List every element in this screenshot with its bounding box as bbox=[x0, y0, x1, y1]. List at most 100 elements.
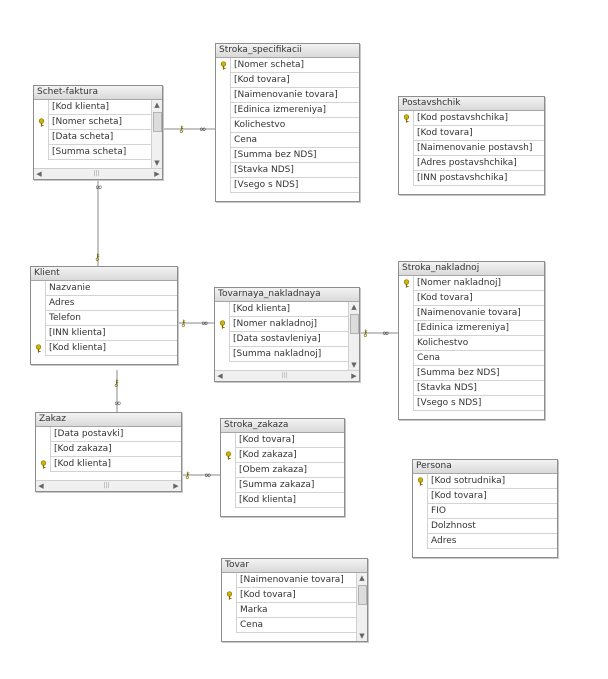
table-row[interactable]: Marka bbox=[222, 603, 367, 618]
table-row[interactable]: [Nomer scheta] bbox=[216, 58, 359, 73]
table-row[interactable]: [Obem zakaza] bbox=[221, 463, 344, 478]
scroll-grip-icon[interactable]: ||| bbox=[93, 170, 100, 177]
table-stroka-nakladnoj[interactable]: Stroka_nakladnoj [Nomer nakladnoj][Kod t… bbox=[398, 261, 545, 420]
table-row[interactable]: Adres bbox=[31, 296, 177, 311]
table-row[interactable]: [Kod zakaza] bbox=[221, 448, 344, 463]
blank-row bbox=[31, 356, 177, 364]
table-tovar[interactable]: Tovar [Naimenovanie tovara][Kod tovara]M… bbox=[221, 558, 368, 642]
table-row[interactable]: Kolichestvo bbox=[216, 118, 359, 133]
table-row[interactable]: Nazvanie bbox=[31, 281, 177, 296]
row-selector bbox=[222, 573, 236, 588]
table-row[interactable]: Dolzhnost bbox=[413, 519, 557, 534]
scroll-right-icon[interactable]: ▶ bbox=[154, 170, 160, 178]
table-row[interactable]: [INN postavshchika] bbox=[399, 171, 544, 186]
row-selector bbox=[399, 141, 413, 156]
table-row[interactable]: [Kod klienta] bbox=[31, 341, 177, 356]
horizontal-scrollbar[interactable]: ◀ ||| ▶ bbox=[36, 480, 181, 491]
table-row[interactable]: [Kod tovara] bbox=[222, 588, 367, 603]
scroll-left-icon[interactable]: ◀ bbox=[217, 372, 223, 380]
table-row[interactable]: [Naimenovanie tovara] bbox=[399, 306, 544, 321]
table-row[interactable]: Cena bbox=[399, 351, 544, 366]
table-row[interactable]: [Kod postavshchika] bbox=[399, 111, 544, 126]
table-row[interactable]: [Nomer nakladnoj] bbox=[399, 276, 544, 291]
table-row[interactable]: [Data sostavleniya] bbox=[215, 332, 359, 347]
horizontal-scrollbar[interactable]: ◀ ||| ▶ bbox=[215, 370, 359, 381]
scroll-grip-icon[interactable]: ||| bbox=[281, 372, 288, 379]
table-row[interactable]: [Vsego s NDS] bbox=[399, 396, 544, 411]
relation-klient-zakaz[interactable]: ⚷ ∞ bbox=[113, 370, 122, 412]
table-row[interactable]: FIO bbox=[413, 504, 557, 519]
scroll-grip-icon[interactable]: ||| bbox=[103, 482, 110, 489]
table-row[interactable]: [Naimenovanie postavsh] bbox=[399, 141, 544, 156]
scroll-thumb[interactable] bbox=[358, 585, 367, 605]
relation-schet-specifikacii[interactable]: ⚷ ∞ bbox=[161, 125, 215, 135]
vertical-scrollbar[interactable]: ▲▼ bbox=[356, 573, 367, 641]
scroll-up-icon[interactable]: ▲ bbox=[351, 303, 357, 311]
scroll-up-icon[interactable]: ▲ bbox=[359, 574, 365, 582]
table-row[interactable]: [Kod zakaza] bbox=[36, 442, 181, 457]
table-row[interactable]: [Kod sotrudnika] bbox=[413, 474, 557, 489]
table-row[interactable]: [Kod tovara] bbox=[399, 126, 544, 141]
table-row[interactable]: [Vsego s NDS] bbox=[216, 178, 359, 193]
table-row[interactable]: [Kod klienta] bbox=[36, 457, 181, 472]
vertical-scrollbar[interactable]: ▲▼ bbox=[151, 100, 162, 168]
table-row[interactable]: [Stavka NDS] bbox=[216, 163, 359, 178]
table-row[interactable]: Telefon bbox=[31, 311, 177, 326]
relation-nakladnaya-stroka[interactable]: ⚷ ∞ bbox=[358, 329, 398, 339]
table-row[interactable]: Cena bbox=[222, 618, 367, 633]
column-name: [Kod postavshchika] bbox=[413, 111, 544, 126]
scroll-thumb[interactable] bbox=[350, 314, 359, 334]
table-row[interactable]: [Edinica izmereniya] bbox=[216, 103, 359, 118]
table-row[interactable]: [Summa zakaza] bbox=[221, 478, 344, 493]
scroll-down-icon[interactable]: ▼ bbox=[154, 159, 160, 167]
table-zakaz[interactable]: Zakaz [Data postavki][Kod zakaza][Kod kl… bbox=[35, 412, 182, 492]
table-row[interactable]: [Kod tovara] bbox=[221, 433, 344, 448]
key-icon: ⚷ bbox=[362, 329, 369, 339]
scroll-right-icon[interactable]: ▶ bbox=[173, 482, 179, 490]
table-row[interactable]: [Nomer nakladnoj] bbox=[215, 317, 359, 332]
scroll-left-icon[interactable]: ◀ bbox=[36, 170, 42, 178]
table-row[interactable]: [Adres postavshchika] bbox=[399, 156, 544, 171]
table-row[interactable]: [Summa nakladnoj] bbox=[215, 347, 359, 362]
relation-klient-nakladnaya[interactable]: ⚷ ∞ bbox=[176, 319, 215, 329]
table-row[interactable]: [Summa bez NDS] bbox=[399, 366, 544, 381]
table-row[interactable]: [Kod klienta] bbox=[215, 302, 359, 317]
column-name: Kolichestvo bbox=[413, 336, 544, 351]
scroll-thumb[interactable] bbox=[153, 112, 162, 132]
table-tovarnaya-nakladnaya[interactable]: Tovarnaya_nakladnaya [Kod klienta][Nomer… bbox=[214, 287, 360, 382]
table-row[interactable]: Kolichestvo bbox=[399, 336, 544, 351]
table-row[interactable]: Adres bbox=[413, 534, 557, 549]
table-row[interactable]: [Kod tovara] bbox=[216, 73, 359, 88]
table-row[interactable]: [Edinica izmereniya] bbox=[399, 321, 544, 336]
relation-zakaz-stroka[interactable]: ⚷ ∞ bbox=[180, 471, 220, 481]
table-row[interactable]: [Kod klienta] bbox=[221, 493, 344, 508]
table-postavshchik[interactable]: Postavshchik [Kod postavshchika][Kod tov… bbox=[398, 96, 545, 195]
table-row[interactable]: [Kod tovara] bbox=[413, 489, 557, 504]
horizontal-scrollbar[interactable]: ◀ ||| ▶ bbox=[34, 168, 162, 179]
table-row[interactable]: [Summa bez NDS] bbox=[216, 148, 359, 163]
vertical-scrollbar[interactable]: ▲▼ bbox=[348, 302, 359, 370]
table-row[interactable]: [Kod klienta] bbox=[34, 100, 162, 115]
scroll-down-icon[interactable]: ▼ bbox=[359, 632, 365, 640]
table-row[interactable]: Cena bbox=[216, 133, 359, 148]
scroll-left-icon[interactable]: ◀ bbox=[38, 482, 44, 490]
scroll-down-icon[interactable]: ▼ bbox=[351, 361, 357, 369]
table-stroka-specifikacii[interactable]: Stroka_specifikacii [Nomer scheta][Kod t… bbox=[215, 43, 360, 202]
table-row[interactable]: [Summa scheta] bbox=[34, 145, 162, 160]
relation-schet-klient[interactable]: ∞ ⚷ bbox=[94, 177, 103, 266]
table-schet-faktura[interactable]: Schet-faktura [Kod klienta][Nomer scheta… bbox=[33, 85, 163, 180]
table-row[interactable]: [Data scheta] bbox=[34, 130, 162, 145]
table-row[interactable]: [INN klienta] bbox=[31, 326, 177, 341]
table-row[interactable]: [Naimenovanie tovara] bbox=[216, 88, 359, 103]
table-row[interactable]: [Data postavki] bbox=[36, 427, 181, 442]
table-row[interactable]: [Kod tovara] bbox=[399, 291, 544, 306]
table-row[interactable]: [Naimenovanie tovara] bbox=[222, 573, 367, 588]
table-stroka-zakaza[interactable]: Stroka_zakaza [Kod tovara][Kod zakaza][O… bbox=[220, 418, 345, 517]
scroll-right-icon[interactable]: ▶ bbox=[351, 372, 357, 380]
row-selector bbox=[215, 347, 229, 362]
table-row[interactable]: [Stavka NDS] bbox=[399, 381, 544, 396]
scroll-up-icon[interactable]: ▲ bbox=[154, 101, 160, 109]
table-row[interactable]: [Nomer scheta] bbox=[34, 115, 162, 130]
